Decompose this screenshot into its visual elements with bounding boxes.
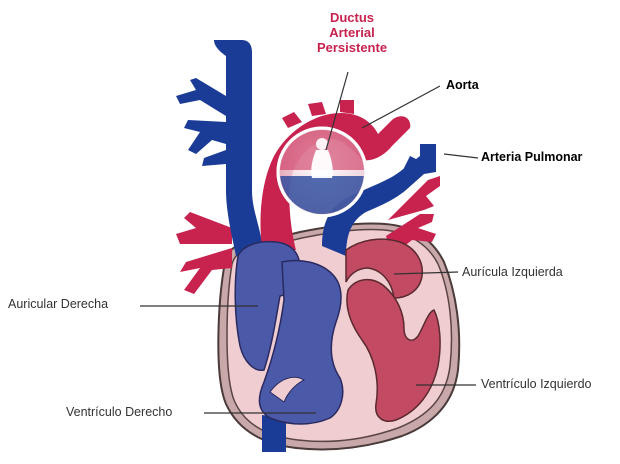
ductus-label-line2: Arterial [312, 25, 392, 40]
ductus-label: Ductus Arterial Persistente [312, 10, 392, 55]
left-atrium-label: Aurícula Izquierda [462, 265, 563, 279]
left-ventricle-label: Ventrículo Izquierdo [481, 377, 592, 391]
right-atrium-label: Auricular Derecha [8, 297, 108, 311]
superior-vena-cava [214, 40, 262, 256]
right-ventricle-label: Ventrículo Derecho [66, 405, 172, 419]
ductus-label-line3: Persistente [312, 40, 392, 55]
pulmonary-artery-label: Arteria Pulmonar [481, 150, 582, 164]
brachiocephalic-veins [176, 78, 226, 166]
aorta-label: Aorta [446, 78, 479, 92]
pulmonary-leader [444, 154, 478, 158]
ductus-lens [278, 128, 366, 216]
ductus-label-line1: Ductus [312, 10, 392, 25]
